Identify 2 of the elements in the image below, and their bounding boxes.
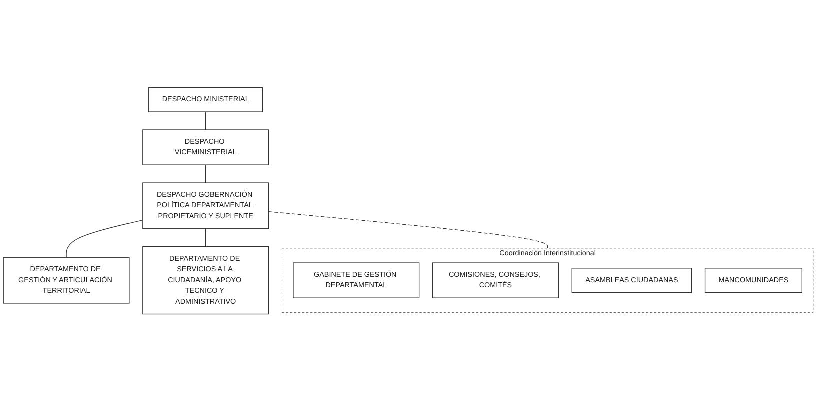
connector: [268, 211, 548, 249]
connector: [66, 220, 144, 258]
